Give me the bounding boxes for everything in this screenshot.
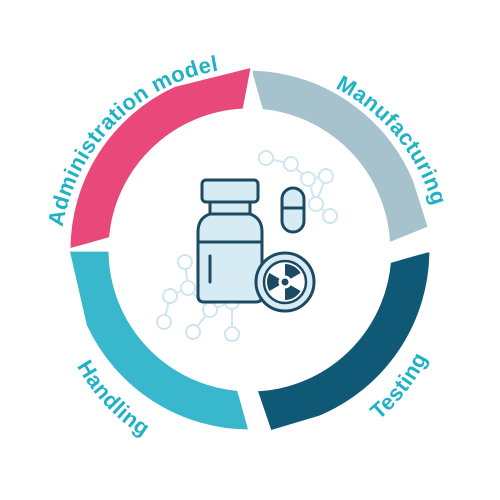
radiopharmaceutical-vial-pill-icon — [156, 150, 338, 342]
radiation-icon — [254, 251, 316, 313]
vial-icon — [196, 178, 264, 304]
administration-segment — [67, 64, 254, 252]
manufacturing-segment — [248, 67, 431, 246]
handling-segment — [66, 248, 252, 433]
testing-segment — [254, 248, 433, 434]
molecule-background-icon — [156, 150, 338, 342]
pill-icon — [280, 186, 306, 234]
